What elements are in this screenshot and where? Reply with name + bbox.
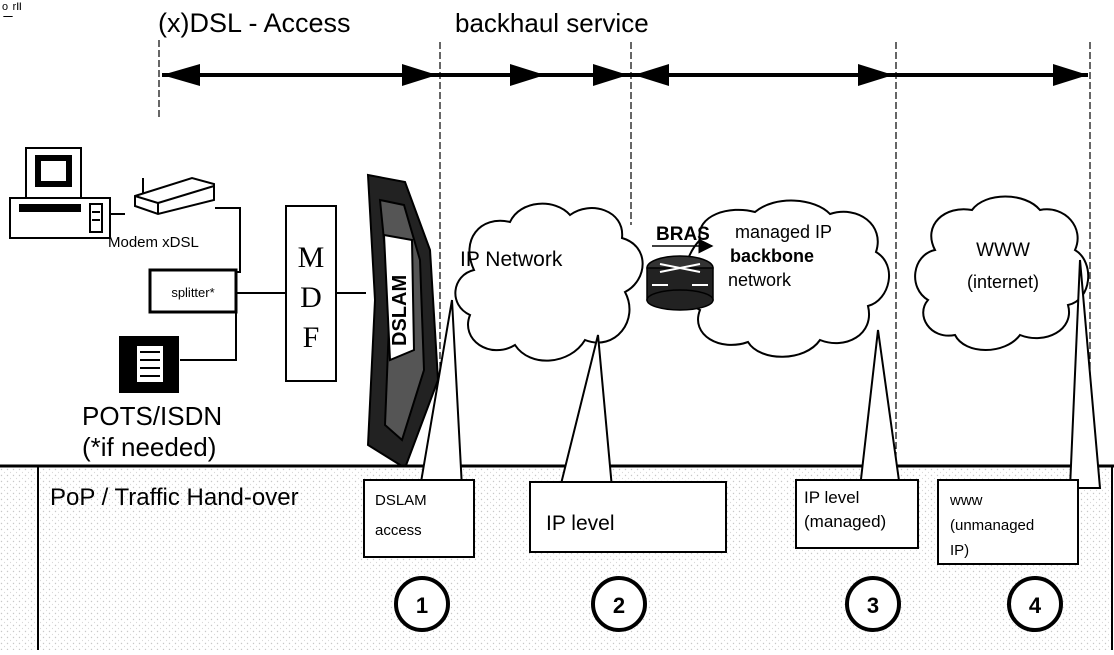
managed-line-1: managed IP [735, 222, 832, 242]
pointer-4 [1068, 259, 1102, 489]
mdf-letter-f: F [303, 321, 320, 354]
arrow-right-2 [510, 64, 545, 86]
box-4-line-1: www [949, 492, 983, 509]
mdf-box [285, 205, 337, 382]
step-3-badge: 3 [845, 576, 901, 632]
managed-line-2: backbone [730, 246, 814, 266]
box-3-line-1: IP level [804, 488, 859, 507]
wires [110, 207, 366, 361]
box-3-line-2: (managed) [804, 512, 886, 531]
arrow-left-2 [634, 64, 669, 86]
box-1-line-1: DSLAM [375, 492, 427, 509]
pointer-3 [858, 329, 902, 489]
box-2-line-1: IP level [546, 512, 615, 535]
step-1-badge: 1 [394, 576, 450, 632]
coverage-arrows [162, 64, 1088, 86]
step-1-number: 1 [416, 593, 428, 618]
arrow-right-4 [858, 64, 893, 86]
modem-icon [134, 176, 215, 216]
callout-box-1: DSLAM access [363, 479, 475, 558]
ip-network-cloud [454, 202, 644, 362]
phone-icon [119, 336, 179, 393]
step-3-number: 3 [867, 593, 879, 618]
pots-note: (*if needed) [82, 432, 216, 462]
handover-title: PoP / Traffic Hand-over [50, 484, 299, 511]
callout-box-2: IP level [529, 481, 727, 553]
callout-box-4: www (unmanaged IP) [937, 479, 1079, 565]
box-1-line-2: access [375, 522, 422, 539]
bras-label: BRAS [656, 224, 710, 245]
callout-pointers [418, 259, 1102, 489]
managed-line-3: network [728, 270, 792, 290]
bras-router-icon [646, 255, 714, 311]
mdf-letter-m: M [298, 241, 325, 274]
pointer-2 [558, 334, 614, 489]
arrow-right-3 [593, 64, 628, 86]
box-4-line-2: (unmanaged [950, 517, 1034, 534]
ip-network-label: IP Network [460, 248, 563, 271]
www-line-2: (internet) [967, 272, 1039, 292]
modem-label: Modem xDSL [108, 234, 199, 251]
splitter-box [148, 268, 238, 314]
dslam-label: DSLAM [389, 275, 411, 346]
access-label: (x)DSL - Access [158, 8, 351, 38]
managed-backbone-cloud [683, 199, 891, 358]
step-2-badge: 2 [591, 576, 647, 632]
step-2-number: 2 [613, 593, 625, 618]
www-line-1: WWW [976, 240, 1030, 261]
backhaul-label: backhaul service [455, 8, 649, 38]
splitter-label: splitter* [171, 285, 214, 300]
step-4-badge: 4 [1007, 576, 1063, 632]
mdf-letter-d: D [300, 281, 322, 314]
box-4-line-3: IP) [950, 542, 969, 559]
computer-icon [9, 147, 111, 239]
pots-label: POTS/ISDN [82, 401, 222, 431]
corner-label: ᵒ̲ ʳᴵᴵ [2, 1, 22, 18]
arrow-right-1 [402, 64, 437, 86]
arrow-left-1 [162, 64, 200, 86]
callout-box-3: IP level (managed) [795, 479, 919, 549]
dslam-icon [366, 173, 440, 470]
arrow-right-5 [1053, 64, 1088, 86]
step-4-number: 4 [1029, 593, 1042, 618]
www-cloud [914, 195, 1090, 351]
